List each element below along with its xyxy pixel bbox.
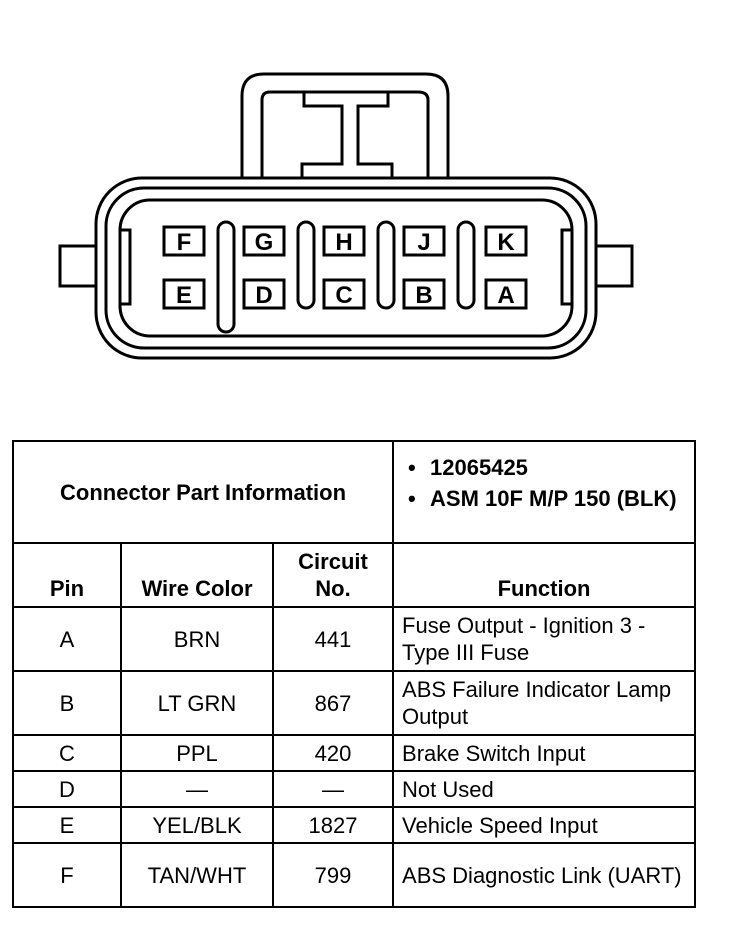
pin-label-d: D — [255, 282, 272, 309]
pin-box-g — [242, 225, 286, 257]
pin-label-a: A — [497, 282, 514, 309]
connector-body-outer — [94, 176, 598, 360]
pin-box-f — [162, 225, 206, 257]
pin-cell: E — [12, 806, 122, 844]
left-tab — [58, 244, 98, 288]
function-cell: ABS Diagnostic Link (UART) — [392, 842, 697, 908]
function-cell: Brake Switch Input — [392, 734, 697, 772]
pin-box-a — [484, 278, 528, 310]
header-wire-color: Wire Color — [120, 542, 274, 608]
right-tab — [594, 244, 634, 288]
part-number-1: 12065425 — [402, 454, 686, 481]
connector-diagram: F G H J K E D C B A — [58, 72, 634, 360]
separator-3 — [376, 220, 396, 310]
header-circuit-line1: Circuit — [298, 549, 368, 574]
table-row: A BRN 441 Fuse Output - Ignition 3 - Typ… — [12, 606, 697, 672]
header-circuit-line2: No. — [315, 576, 351, 601]
wire-color-cell: — — [120, 770, 274, 808]
pin-cell: A — [12, 606, 122, 672]
pin-label-c: C — [335, 282, 352, 309]
pin-label-e: E — [176, 282, 192, 309]
circuit-cell: 867 — [271, 670, 395, 736]
pin-label-j: J — [417, 229, 430, 256]
pin-cell: B — [12, 670, 122, 736]
connector-latch — [240, 72, 450, 178]
table-row: D — — Not Used — [12, 770, 697, 808]
pin-cell: C — [12, 734, 122, 772]
pin-cell: D — [12, 770, 122, 808]
function-cell: Vehicle Speed Input — [392, 806, 697, 844]
pin-label-b: B — [415, 282, 432, 309]
column-header-row: Pin Wire Color Circuit No. Function — [12, 542, 697, 608]
wire-color-cell: PPL — [120, 734, 274, 772]
header-pin: Pin — [12, 542, 122, 608]
pin-box-b — [402, 278, 446, 310]
connector-latch-inner — [260, 90, 430, 178]
pin-box-c — [322, 278, 366, 310]
connector-latch-t — [300, 92, 394, 178]
wire-color-cell: TAN/WHT — [120, 842, 274, 908]
table-row: B LT GRN 867 ABS Failure Indicator Lamp … — [12, 670, 697, 736]
wire-color-cell: LT GRN — [120, 670, 274, 736]
part-info-label: Connector Part Information — [11, 440, 395, 544]
function-cell: Not Used — [392, 770, 697, 808]
circuit-cell: 420 — [271, 734, 395, 772]
pin-box-j — [402, 225, 446, 257]
table-row: F TAN/WHT 799 ABS Diagnostic Link (UART) — [12, 842, 697, 908]
connector-body-inner — [118, 198, 574, 338]
pin-box-e — [162, 278, 206, 310]
wire-color-cell: YEL/BLK — [120, 806, 274, 844]
part-number-2: ASM 10F M/P 150 (BLK) — [402, 485, 686, 512]
pin-box-h — [322, 225, 366, 257]
function-cell: ABS Failure Indicator Lamp Output — [392, 670, 697, 736]
connector-pinout-table: Connector Part Information 12065425 ASM … — [11, 440, 697, 908]
header-function: Function — [392, 542, 697, 608]
separator-4 — [456, 220, 476, 310]
pin-box-d — [242, 278, 286, 310]
table-row: C PPL 420 Brake Switch Input — [12, 734, 697, 772]
wire-color-cell: BRN — [120, 606, 274, 672]
circuit-cell: 799 — [271, 842, 395, 908]
circuit-cell: — — [271, 770, 395, 808]
separator-1 — [216, 220, 236, 334]
part-info-row: Connector Part Information 12065425 ASM … — [11, 440, 697, 544]
pin-label-h: H — [335, 229, 352, 256]
header-circuit-no: Circuit No. — [271, 542, 395, 608]
pin-cell: F — [12, 842, 122, 908]
function-cell: Fuse Output - Ignition 3 - Type III Fuse — [392, 606, 697, 672]
connector-body-mid — [104, 186, 588, 350]
circuit-cell: 441 — [271, 606, 395, 672]
pin-box-k — [484, 225, 528, 257]
pin-label-g: G — [255, 229, 274, 256]
table-row: E YEL/BLK 1827 Vehicle Speed Input — [12, 806, 697, 844]
separator-2 — [296, 220, 316, 310]
circuit-cell: 1827 — [271, 806, 395, 844]
part-numbers: 12065425 ASM 10F M/P 150 (BLK) — [392, 440, 697, 544]
pin-label-k: K — [497, 229, 515, 256]
pin-label-f: F — [177, 229, 192, 256]
